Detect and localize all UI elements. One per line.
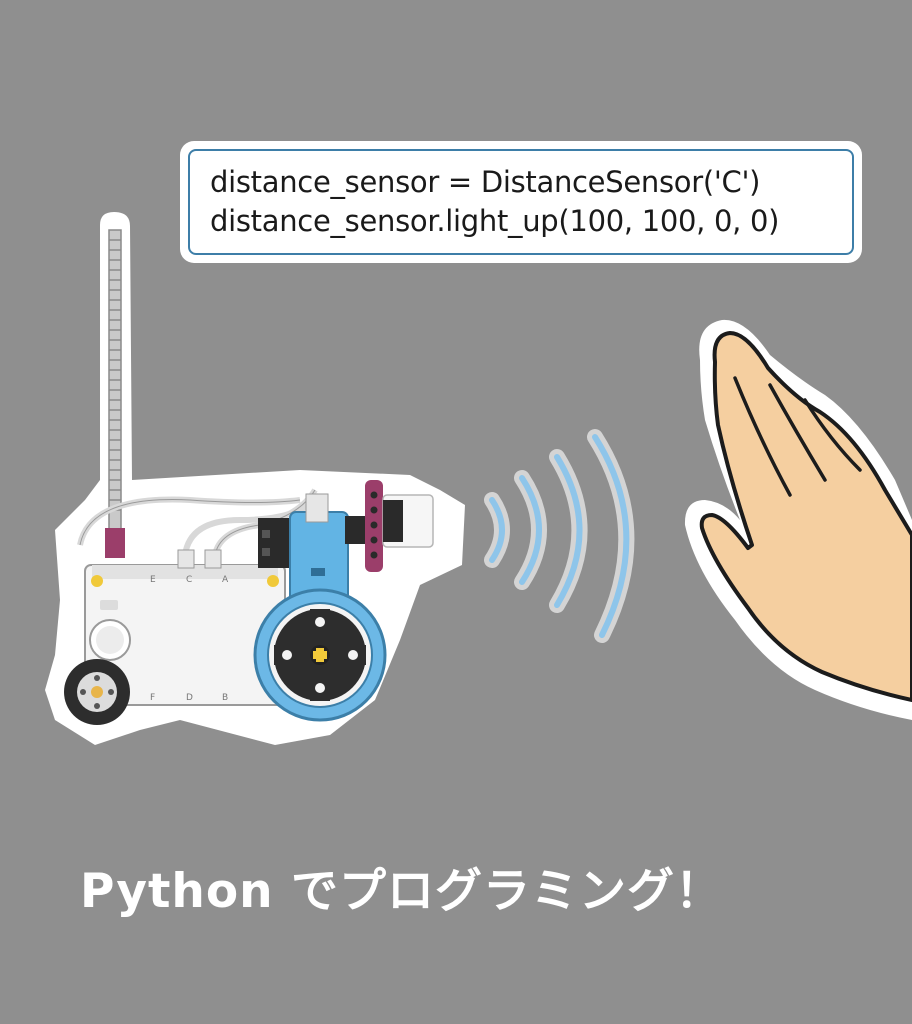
port-label-e: E: [150, 575, 156, 585]
code-line-2: distance_sensor.light_up(100, 100, 0, 0): [210, 204, 780, 238]
port-label-d: D: [186, 693, 193, 703]
caption-title: Python でプログラミング！: [80, 864, 723, 919]
port-label-a: A: [222, 575, 229, 585]
port-label-c: C: [186, 575, 192, 585]
sensor-wave-icon: [484, 429, 635, 643]
code-snippet-card: distance_sensor = DistanceSensor('C') di…: [180, 141, 862, 263]
port-label-f: F: [150, 693, 155, 703]
code-snippet-box: distance_sensor = DistanceSensor('C') di…: [188, 149, 854, 255]
hand-illustration: [684, 319, 912, 720]
code-line-1: distance_sensor = DistanceSensor('C'): [210, 165, 761, 199]
robot-illustration: E C A F D B: [45, 212, 465, 745]
port-label-b: B: [222, 693, 228, 703]
